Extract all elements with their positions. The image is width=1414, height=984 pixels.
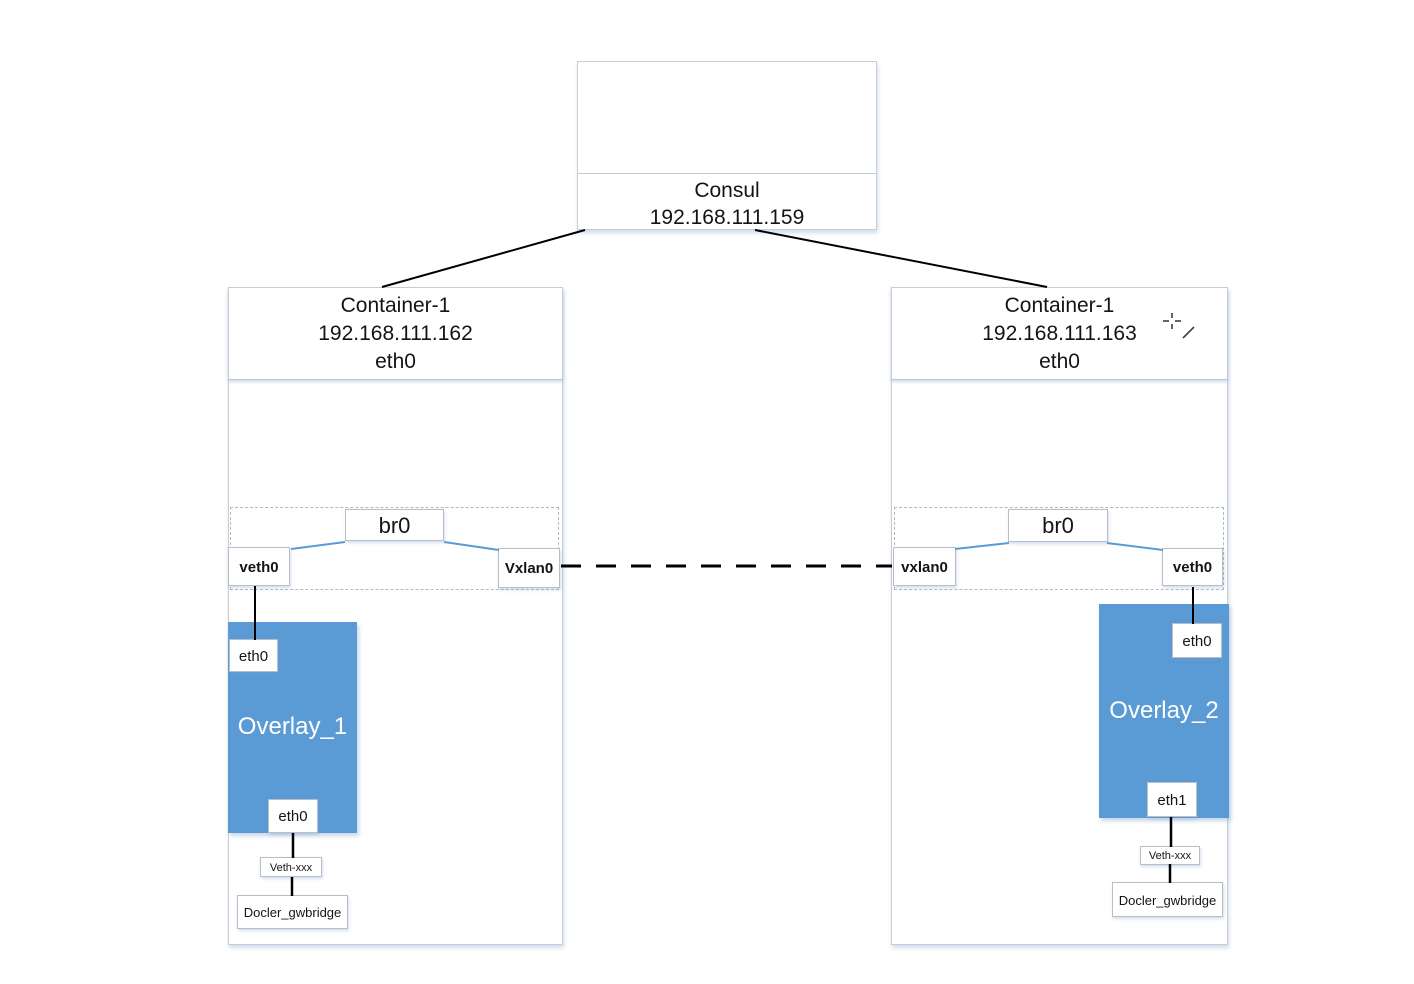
veth-xxx-label-right: Veth-xxx	[1148, 850, 1192, 862]
overlay2-eth0-top-label: eth0	[1182, 633, 1212, 650]
consul-empty-section	[578, 62, 876, 174]
br0-label-right: br0	[1042, 513, 1074, 538]
host-left-title: Container-1	[340, 294, 451, 317]
veth0-box-left[interactable]: veth0	[228, 547, 290, 586]
host-left-nic: eth0	[375, 350, 416, 373]
consul-label-section: Consul 192.168.111.159	[578, 175, 876, 229]
veth0-box-right[interactable]: veth0	[1162, 548, 1223, 586]
host-right-ip: 192.168.111.163	[982, 322, 1137, 345]
consul-ip: 192.168.111.159	[649, 206, 805, 229]
overlay1-title: Overlay_1	[237, 713, 348, 740]
host-right-title: Container-1	[1004, 294, 1115, 317]
gwbridge-label-left: Docler_gwbridge	[243, 905, 342, 920]
consul-title: Consul	[694, 179, 760, 202]
host-right-header: Container-1 192.168.111.163 eth0	[891, 287, 1228, 380]
gwbridge-box-left[interactable]: Docler_gwbridge	[237, 895, 348, 929]
vxlan0-label-right: vxlan0	[901, 559, 948, 576]
veth-xxx-box-left[interactable]: Veth-xxx	[260, 857, 322, 877]
vxlan0-box-right[interactable]: vxlan0	[893, 547, 956, 586]
vxlan0-label-left: Vxlan0	[504, 560, 554, 577]
host-container-left[interactable]	[228, 287, 563, 945]
overlay2-eth0-top-box[interactable]: eth0	[1172, 623, 1222, 658]
link-consul-left	[381, 229, 586, 288]
overlay1-eth0-top-box[interactable]: eth0	[229, 639, 278, 672]
overlay1-eth0-top-label: eth0	[238, 648, 269, 665]
br0-label-left: br0	[378, 513, 411, 538]
overlay1-eth0-bottom-box[interactable]: eth0	[268, 799, 318, 833]
veth0-label-left: veth0	[239, 559, 279, 576]
veth-xxx-box-right[interactable]: Veth-xxx	[1140, 846, 1200, 865]
veth-xxx-label-left: Veth-xxx	[269, 862, 313, 874]
host-left-ip: 192.168.111.162	[318, 322, 473, 345]
overlay2-title: Overlay_2	[1109, 697, 1219, 724]
overlay2-eth1-box[interactable]: eth1	[1147, 782, 1197, 817]
overlay1-eth0-bottom-label: eth0	[278, 808, 308, 825]
veth0-label-right: veth0	[1172, 559, 1213, 576]
gwbridge-box-right[interactable]: Docler_gwbridge	[1112, 882, 1223, 917]
link-consul-right	[754, 229, 1048, 288]
host-right-nic: eth0	[1039, 350, 1080, 373]
consul-node[interactable]: Consul 192.168.111.159	[577, 61, 877, 230]
host-left-header: Container-1 192.168.111.162 eth0	[228, 287, 563, 380]
vxlan0-box-left[interactable]: Vxlan0	[498, 548, 560, 588]
br0-box-left[interactable]: br0	[345, 509, 444, 541]
gwbridge-label-right: Docler_gwbridge	[1118, 893, 1217, 908]
overlay2-eth1-label: eth1	[1157, 792, 1187, 809]
br0-box-right[interactable]: br0	[1008, 509, 1108, 542]
